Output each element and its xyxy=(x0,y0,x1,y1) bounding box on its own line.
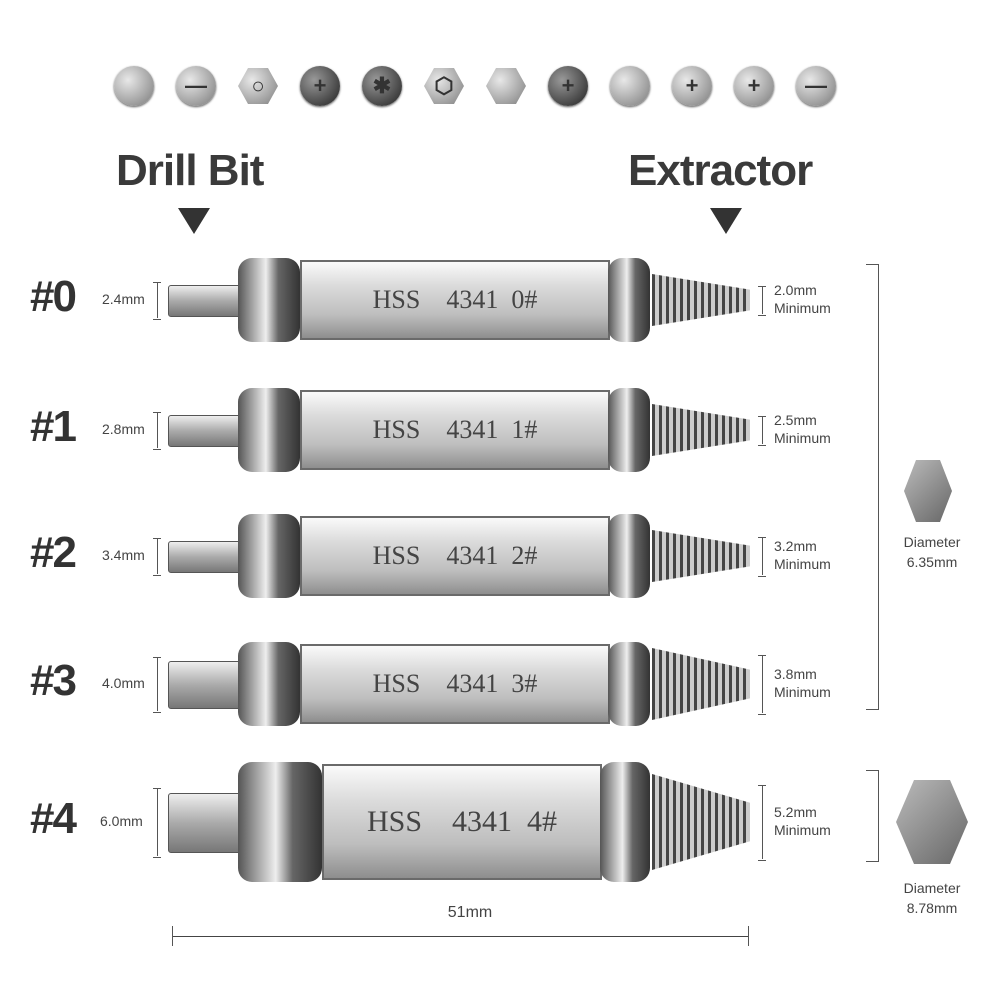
extractor-arrow-icon xyxy=(710,208,742,234)
hex-body: HSS 4341 4# xyxy=(322,764,602,880)
group-bracket-4-top xyxy=(866,770,878,771)
extractor-minimum-label: Minimum xyxy=(774,556,831,572)
extractor-dimension-line xyxy=(762,655,763,713)
extractor-dimension-line xyxy=(762,785,763,859)
hex-body: HSS 4341 2# xyxy=(300,516,610,596)
length-tick-right xyxy=(748,926,749,946)
engraving-text: HSS 4341 3# xyxy=(372,669,538,698)
extractor-dimension-line xyxy=(762,416,763,444)
engraving-text: HSS 4341 0# xyxy=(372,285,538,314)
extractor-label: Extractor xyxy=(628,146,813,195)
drill-dimension-line xyxy=(157,657,158,711)
drill-bit-label: Drill Bit xyxy=(116,146,264,195)
hex-shank-small-icon xyxy=(904,460,952,522)
extractor-size-label: 3.8mm xyxy=(774,666,817,682)
drill-size-label: 6.0mm xyxy=(100,813,143,829)
drill-size-label: 2.4mm xyxy=(102,291,145,307)
extractor-minimum-label: Minimum xyxy=(774,684,831,700)
drill-size-label: 3.4mm xyxy=(102,547,145,563)
extractor-minimum-label: Minimum xyxy=(774,822,831,838)
torx-head-icon: ✱ xyxy=(362,66,402,106)
extractor-minimum-label: Minimum xyxy=(774,430,831,446)
extractor-tip xyxy=(652,274,750,326)
right-collar xyxy=(600,762,650,882)
extractor-tip xyxy=(652,404,750,456)
engraving-text: HSS 4341 4# xyxy=(366,805,558,838)
bit-number: #1 xyxy=(30,402,77,451)
extractor-tip xyxy=(652,774,750,870)
drill-dimension-line xyxy=(157,788,158,856)
drill-tip xyxy=(168,661,242,709)
phillips-head-icon: + xyxy=(734,66,774,106)
group-bracket-bottom xyxy=(866,709,878,710)
slotted-head-icon: — xyxy=(176,66,216,106)
engraving-text: HSS 4341 1# xyxy=(372,415,538,444)
drill-size-label: 2.8mm xyxy=(102,421,145,437)
group-bracket-top xyxy=(866,264,878,265)
left-collar xyxy=(238,642,300,726)
length-line xyxy=(172,936,748,937)
diameter-large-value: 8.78mm xyxy=(906,900,958,916)
bit-number: #2 xyxy=(30,528,77,577)
extractor-size-label: 2.5mm xyxy=(774,412,817,428)
group-bracket-4-bottom xyxy=(866,861,878,862)
left-collar xyxy=(238,388,300,472)
round-head-icon xyxy=(610,66,650,106)
bit-number: #0 xyxy=(30,272,77,321)
hex-body: HSS 4341 3# xyxy=(300,644,610,724)
bit-number: #4 xyxy=(30,794,77,843)
extractor-minimum-label: Minimum xyxy=(774,300,831,316)
length-label: 51mm xyxy=(447,904,493,921)
hex-shank-large-icon xyxy=(896,780,968,864)
hex-body: HSS 4341 1# xyxy=(300,390,610,470)
extractor-size-label: 3.2mm xyxy=(774,538,817,554)
drill-tip xyxy=(168,793,242,853)
drill-dimension-line xyxy=(157,412,158,448)
drill-size-label: 4.0mm xyxy=(102,675,145,691)
diameter-small-label: Diameter xyxy=(903,534,961,550)
drill-tip xyxy=(168,415,242,447)
drill-tip xyxy=(168,541,242,573)
bit-number: #3 xyxy=(30,656,77,705)
hex-body: HSS 4341 0# xyxy=(300,260,610,340)
hex-bolt-icon xyxy=(486,68,526,104)
drill-dimension-line xyxy=(157,282,158,318)
drill-tip xyxy=(168,285,242,317)
left-collar xyxy=(238,762,322,882)
extractor-dimension-line xyxy=(762,286,763,314)
group-bracket xyxy=(878,264,879,710)
phillips-head-icon: + xyxy=(300,66,340,106)
drill-bit-arrow-icon xyxy=(178,208,210,234)
right-collar xyxy=(608,388,650,472)
right-collar xyxy=(608,514,650,598)
hex-nut-icon: ○ xyxy=(238,68,278,104)
phillips-head-icon: + xyxy=(548,66,588,106)
extractor-size-label: 2.0mm xyxy=(774,282,817,298)
diameter-small-value: 6.35mm xyxy=(906,554,958,570)
extractor-tip xyxy=(652,648,750,720)
diameter-large-label: Diameter xyxy=(903,880,961,896)
length-tick-left xyxy=(172,926,173,946)
round-head-icon xyxy=(114,66,154,106)
extractor-tip xyxy=(652,530,750,582)
engraving-text: HSS 4341 2# xyxy=(372,541,538,570)
hex-head-icon: ⬡ xyxy=(424,68,464,104)
right-collar xyxy=(608,642,650,726)
phillips-head-icon: + xyxy=(672,66,712,106)
group-bracket-4 xyxy=(878,770,879,862)
drill-dimension-line xyxy=(157,538,158,574)
left-collar xyxy=(238,514,300,598)
left-collar xyxy=(238,258,300,342)
right-collar xyxy=(608,258,650,342)
extractor-dimension-line xyxy=(762,537,763,575)
slotted-head-icon: — xyxy=(796,66,836,106)
extractor-size-label: 5.2mm xyxy=(774,804,817,820)
